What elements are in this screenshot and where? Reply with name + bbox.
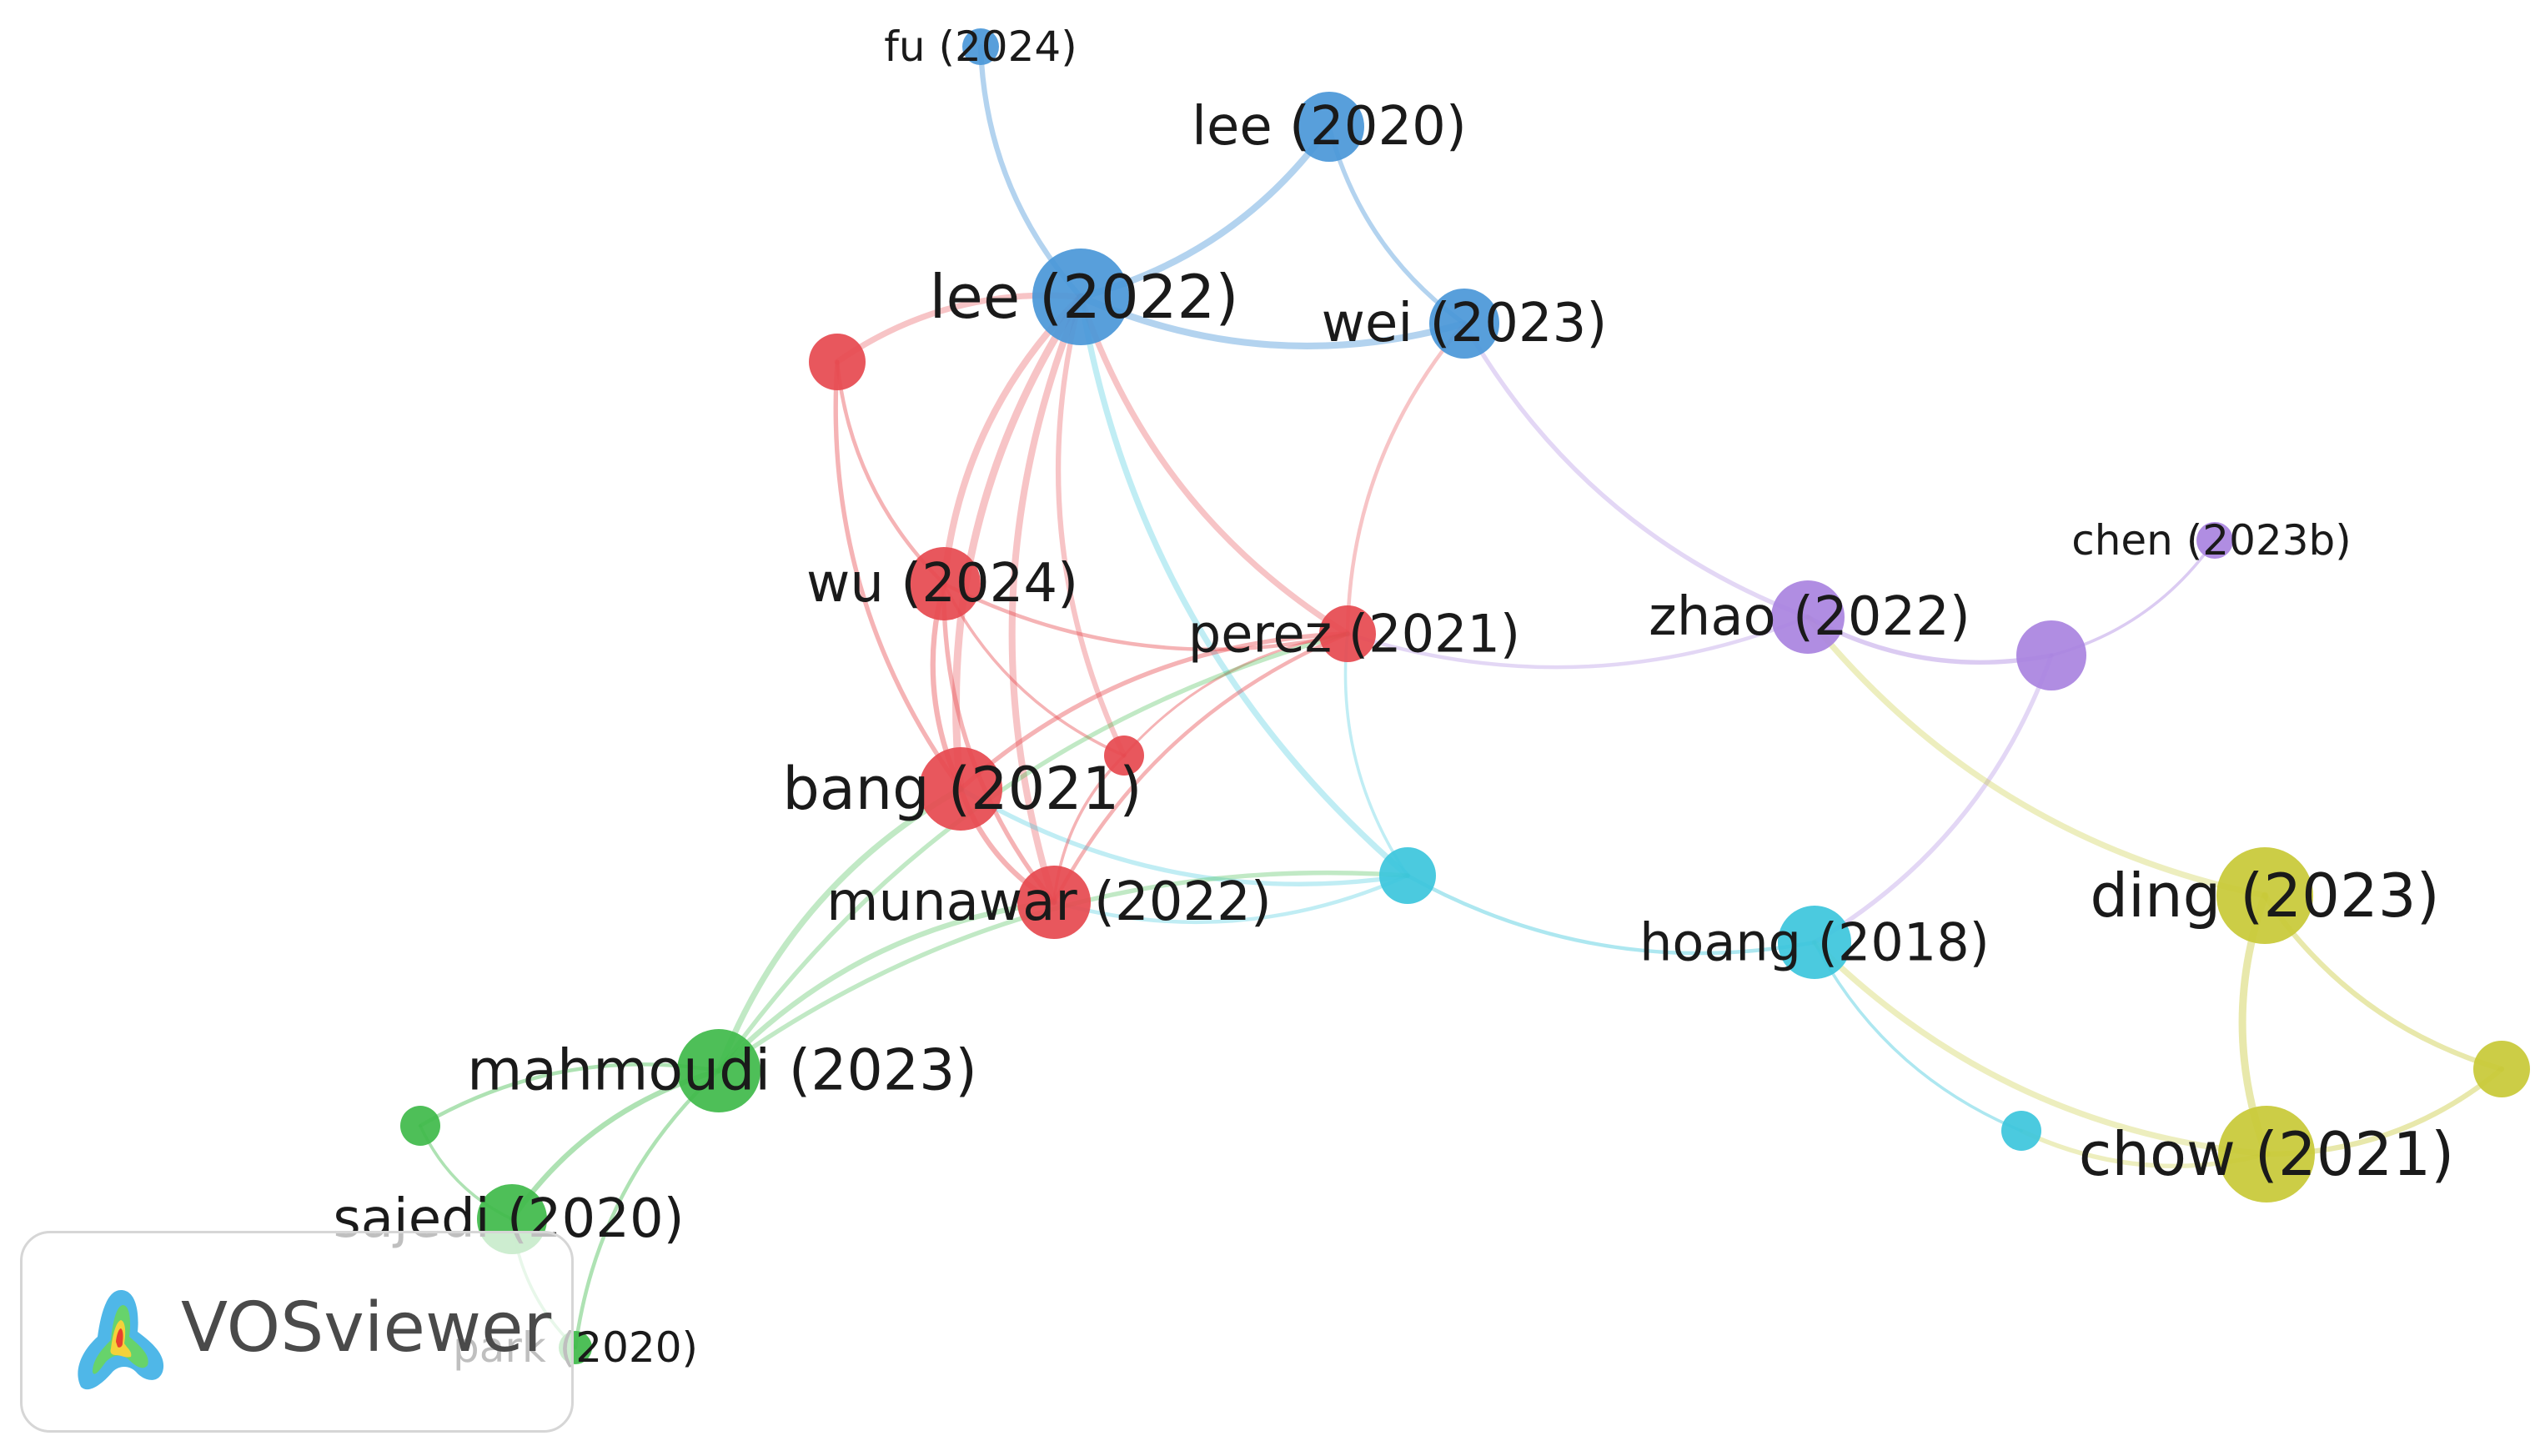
link-wei2023-perez2021 xyxy=(1345,321,1467,636)
node-zhao2022[interactable] xyxy=(1771,580,1845,654)
link-lee2022-cyan_unlabeled xyxy=(1077,294,1411,879)
link-wei2023-zhao2022 xyxy=(1462,321,1810,620)
link-munawar2022-cyan_unlabeled xyxy=(1052,873,1410,925)
node-perez2021[interactable] xyxy=(1319,605,1376,662)
label-ding2023: ding (2023) xyxy=(2090,861,2439,931)
node-green_unlabeled[interactable] xyxy=(400,1106,440,1146)
vosviewer-logo-icon xyxy=(78,1290,164,1390)
labels-layer: fu (2024) lee (2020) lee (2022) wei (2023) w… xyxy=(333,23,2454,1372)
label-perez2021: perez (2021) xyxy=(1188,604,1520,665)
label-fu2024: fu (2024) xyxy=(884,23,1077,71)
label-munawar2022: munawar (2022) xyxy=(826,871,1272,933)
link-perez2021-bang2021 xyxy=(958,631,1350,791)
node-hoang2018[interactable] xyxy=(1778,906,1851,979)
label-lee2022: lee (2022) xyxy=(930,262,1239,332)
link-perez2021-cyan_unlabeled xyxy=(1343,632,1409,877)
node-wu2024[interactable] xyxy=(907,547,981,620)
node-lee2022[interactable] xyxy=(1032,249,1129,345)
link-lee2022-wei2023 xyxy=(1077,293,1468,349)
node-munawar2022[interactable] xyxy=(1017,866,1091,939)
vosviewer-logo-box: VOSviewer xyxy=(20,1231,574,1433)
label-hoang2018: hoang (2018) xyxy=(1639,912,1990,973)
link-mahmoudi2023-green_unlabeled xyxy=(418,1062,721,1128)
link-hoang2018-cyan_unlabeled_small xyxy=(1813,941,2023,1132)
link-lee2022-bang2021 xyxy=(952,293,1085,793)
node-bang2021[interactable] xyxy=(919,747,1002,831)
label-chen2023b: chen (2023b) xyxy=(2071,516,2352,565)
link-bang2021-cyan_unlabeled xyxy=(958,786,1410,886)
link-perez2021-zhao2022 xyxy=(1345,615,1810,670)
label-wu2024: wu (2024) xyxy=(806,553,1078,615)
label-bang2021: bang (2021) xyxy=(782,755,1142,823)
link-red_unlabeled_top-bang2021 xyxy=(833,359,963,791)
node-red_unlabeled_top[interactable] xyxy=(809,334,866,390)
link-bang2021-mahmoudi2023 xyxy=(715,786,964,1074)
link-hoang2018-purple_unlabeled xyxy=(1812,653,2054,945)
node-chen2023b[interactable] xyxy=(2196,522,2233,559)
link-cyan_unlabeled-hoang2018 xyxy=(1405,873,1817,956)
vosviewer-logo-text: VOSviewer xyxy=(181,1288,552,1368)
node-purple_unlabeled[interactable] xyxy=(2016,620,2086,690)
node-yellow_unlabeled[interactable] xyxy=(2473,1041,2530,1097)
link-hoang2018-chow2021 xyxy=(1811,939,2270,1157)
link-zhao2022-ding2023 xyxy=(1805,614,2268,899)
node-cyan_unlabeled_small[interactable] xyxy=(2001,1111,2041,1151)
link-wu2024-perez2021 xyxy=(941,581,1350,651)
link-munawar2022-mahmoudi2023 xyxy=(715,899,1057,1074)
label-wei2023: wei (2023) xyxy=(1322,293,1608,354)
node-red_unlabeled_small[interactable] xyxy=(1104,736,1144,776)
label-lee2020: lee (2020) xyxy=(1192,96,1467,158)
label-chow2021: chow (2021) xyxy=(2079,1119,2454,1189)
link-lee2022-munawar2022 xyxy=(1008,293,1085,906)
node-mahmoudi2023[interactable] xyxy=(677,1029,760,1112)
node-cyan_unlabeled[interactable] xyxy=(1379,847,1436,904)
node-fu2024[interactable] xyxy=(962,28,999,65)
node-lee2020[interactable] xyxy=(1294,92,1364,162)
link-lee2022-red_unlabeled_small xyxy=(1055,294,1127,759)
link-perez2021-munawar2022 xyxy=(1052,631,1350,905)
link-mahmoudi2023-park2020 xyxy=(573,1068,721,1350)
node-chow2021[interactable] xyxy=(2218,1106,2315,1202)
link-lee2022-perez2021 xyxy=(1077,294,1351,637)
node-ding2023[interactable] xyxy=(2216,847,2313,944)
node-wei2023[interactable] xyxy=(1429,289,1499,359)
link-perez2021-red_unlabeled_small xyxy=(1122,632,1349,757)
label-zhao2022: zhao (2022) xyxy=(1649,586,1970,648)
label-mahmoudi2023: mahmoudi (2023) xyxy=(467,1038,977,1104)
